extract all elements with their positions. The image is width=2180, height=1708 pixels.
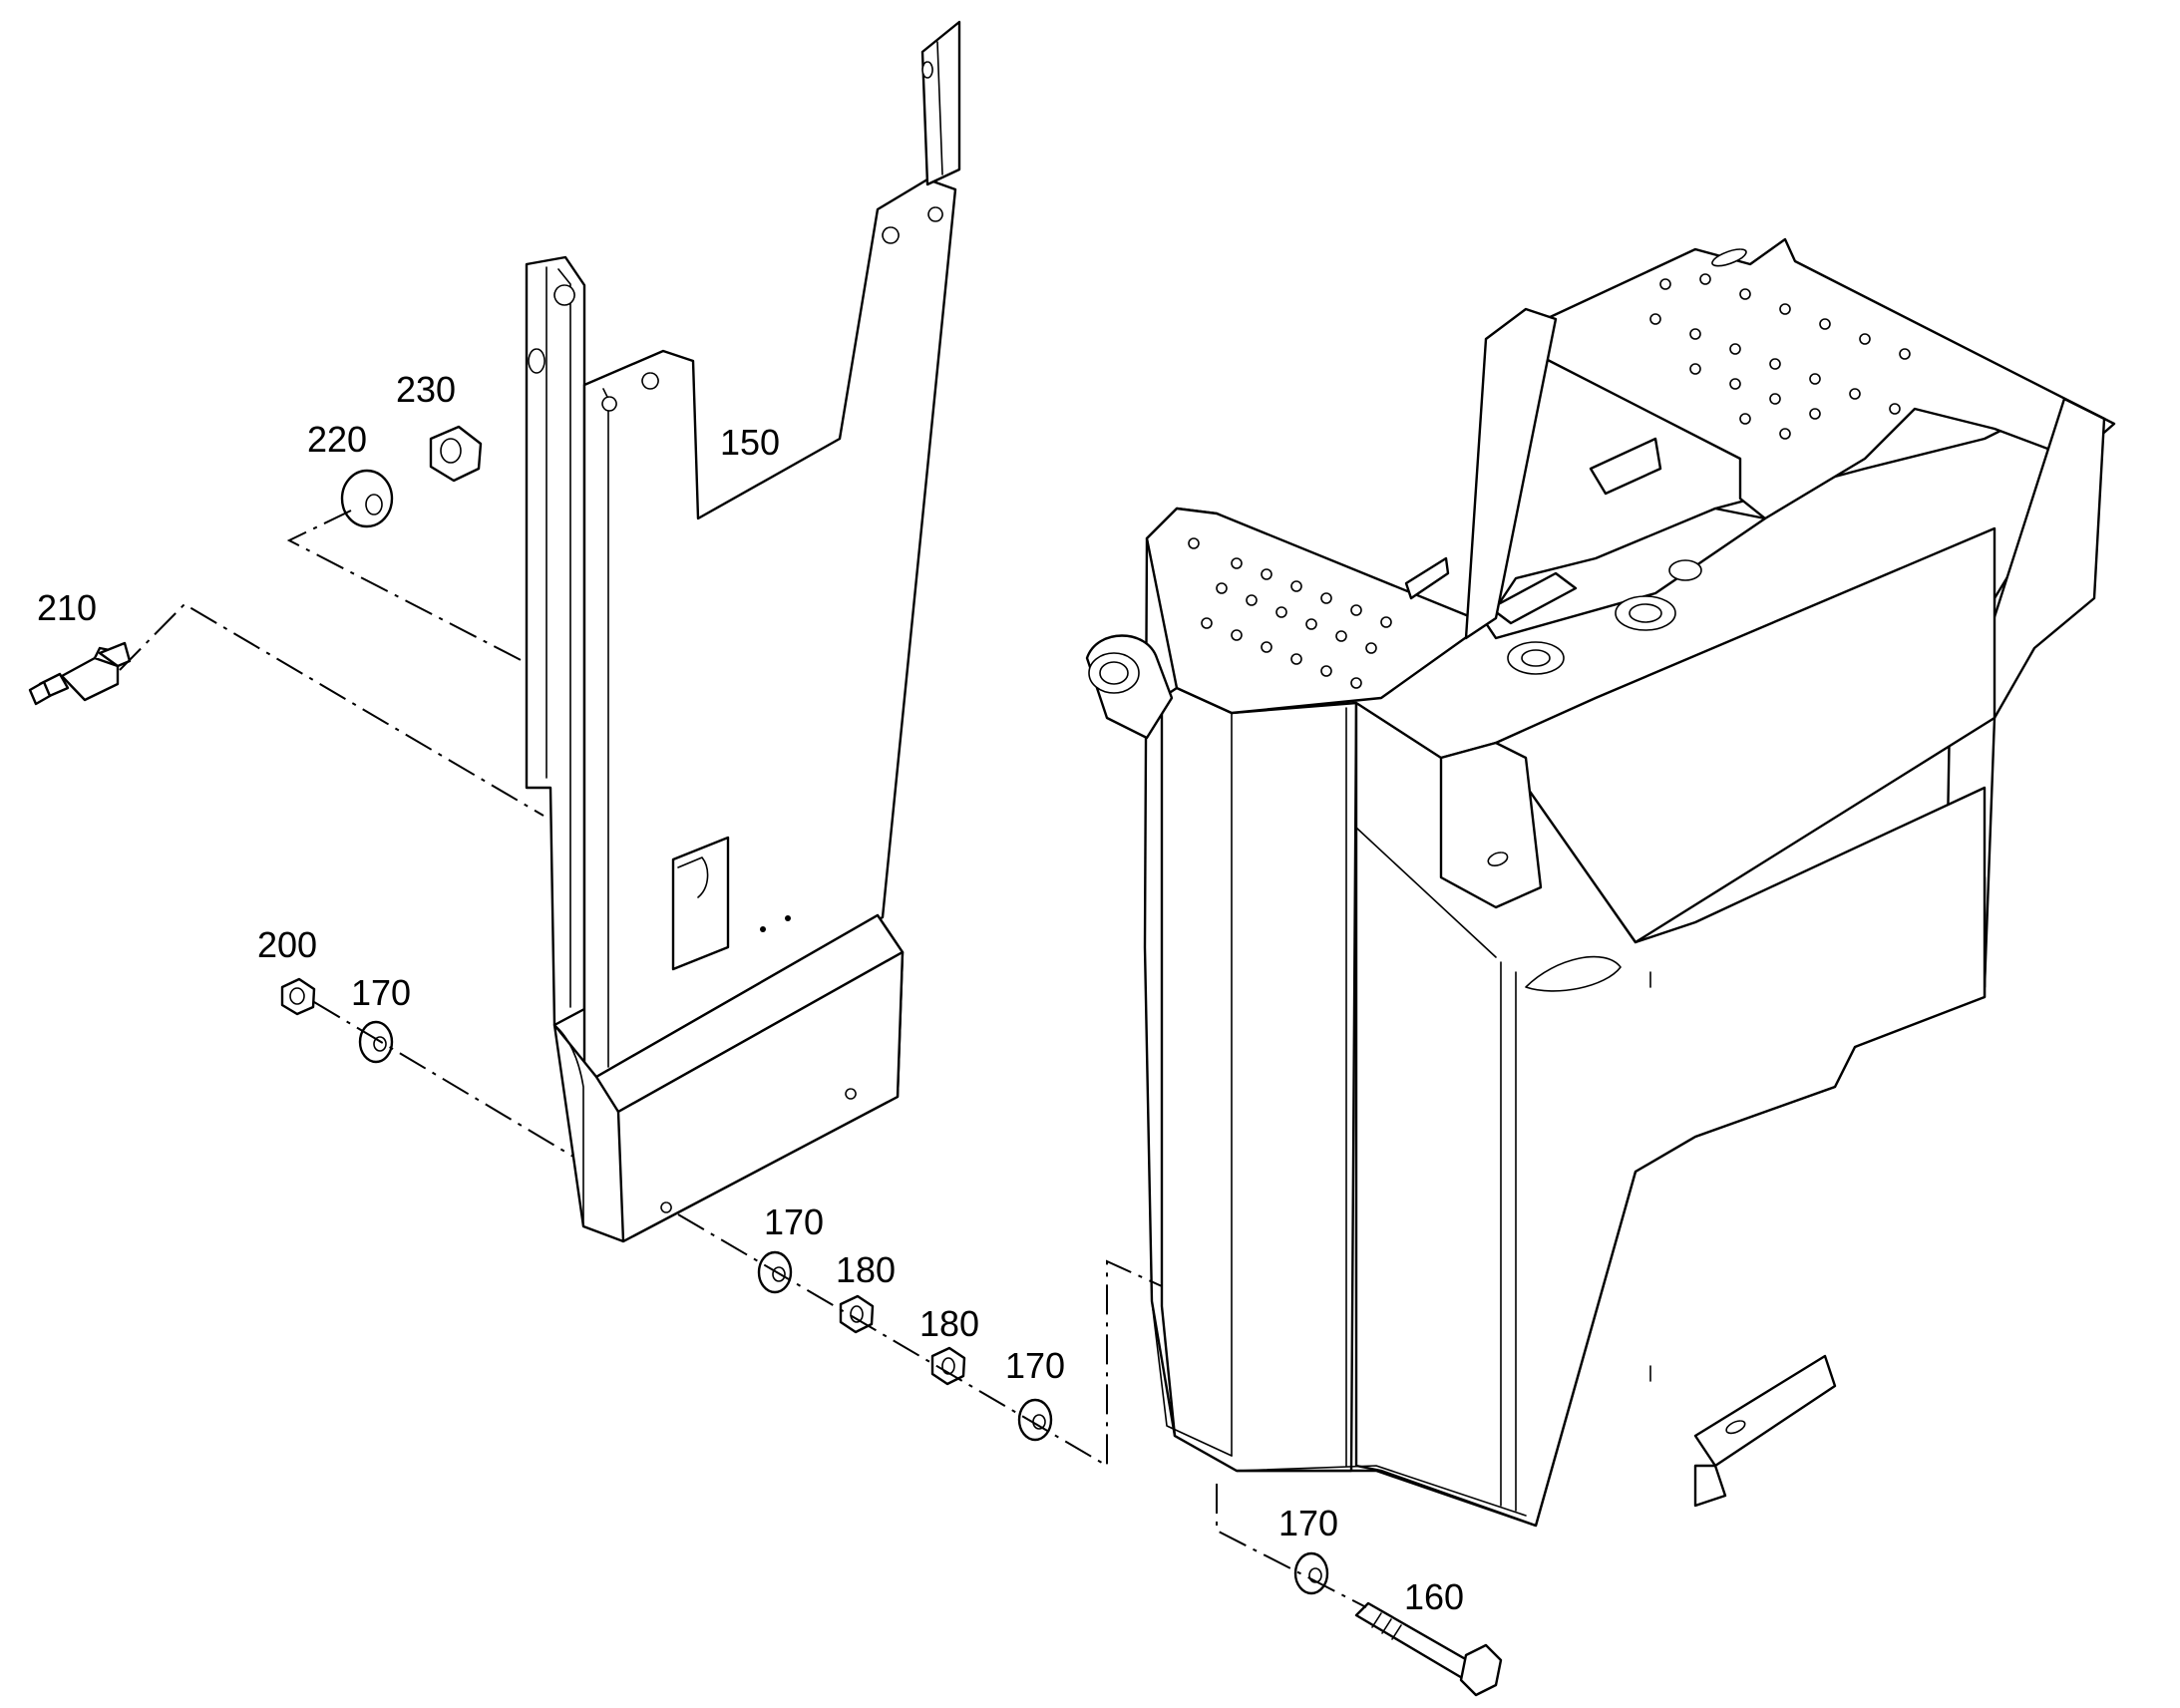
callout-210: 210	[37, 587, 97, 628]
callout-labels: 150 160 170 170 170 170 180 180 200 210 …	[37, 369, 1464, 1617]
nut-200	[280, 977, 316, 1016]
callout-180a: 180	[836, 1249, 896, 1290]
fastener-210	[28, 641, 132, 706]
washer-220	[340, 469, 394, 528]
callout-170a: 170	[351, 972, 411, 1013]
callout-170c: 170	[1005, 1345, 1065, 1386]
callout-160: 160	[1404, 1576, 1464, 1617]
callout-170b: 170	[764, 1201, 824, 1242]
leader-lines	[119, 510, 1367, 1608]
fuel-tank-assembly	[1085, 237, 2116, 1528]
panel-150	[525, 20, 961, 1243]
callout-220: 220	[307, 419, 367, 460]
perforation-holes-right	[1649, 273, 1911, 440]
washer-170c	[1017, 1398, 1053, 1442]
washer-170a	[358, 1020, 394, 1064]
callout-150: 150	[720, 422, 780, 463]
callout-180b: 180	[919, 1303, 979, 1344]
nut-180b	[930, 1346, 966, 1386]
callout-170d: 170	[1278, 1503, 1338, 1543]
callout-200: 200	[257, 924, 317, 965]
nut-230	[429, 425, 483, 483]
callout-230: 230	[396, 369, 456, 410]
perforation-holes-left	[1188, 537, 1392, 689]
bolt-160	[1354, 1601, 1503, 1697]
